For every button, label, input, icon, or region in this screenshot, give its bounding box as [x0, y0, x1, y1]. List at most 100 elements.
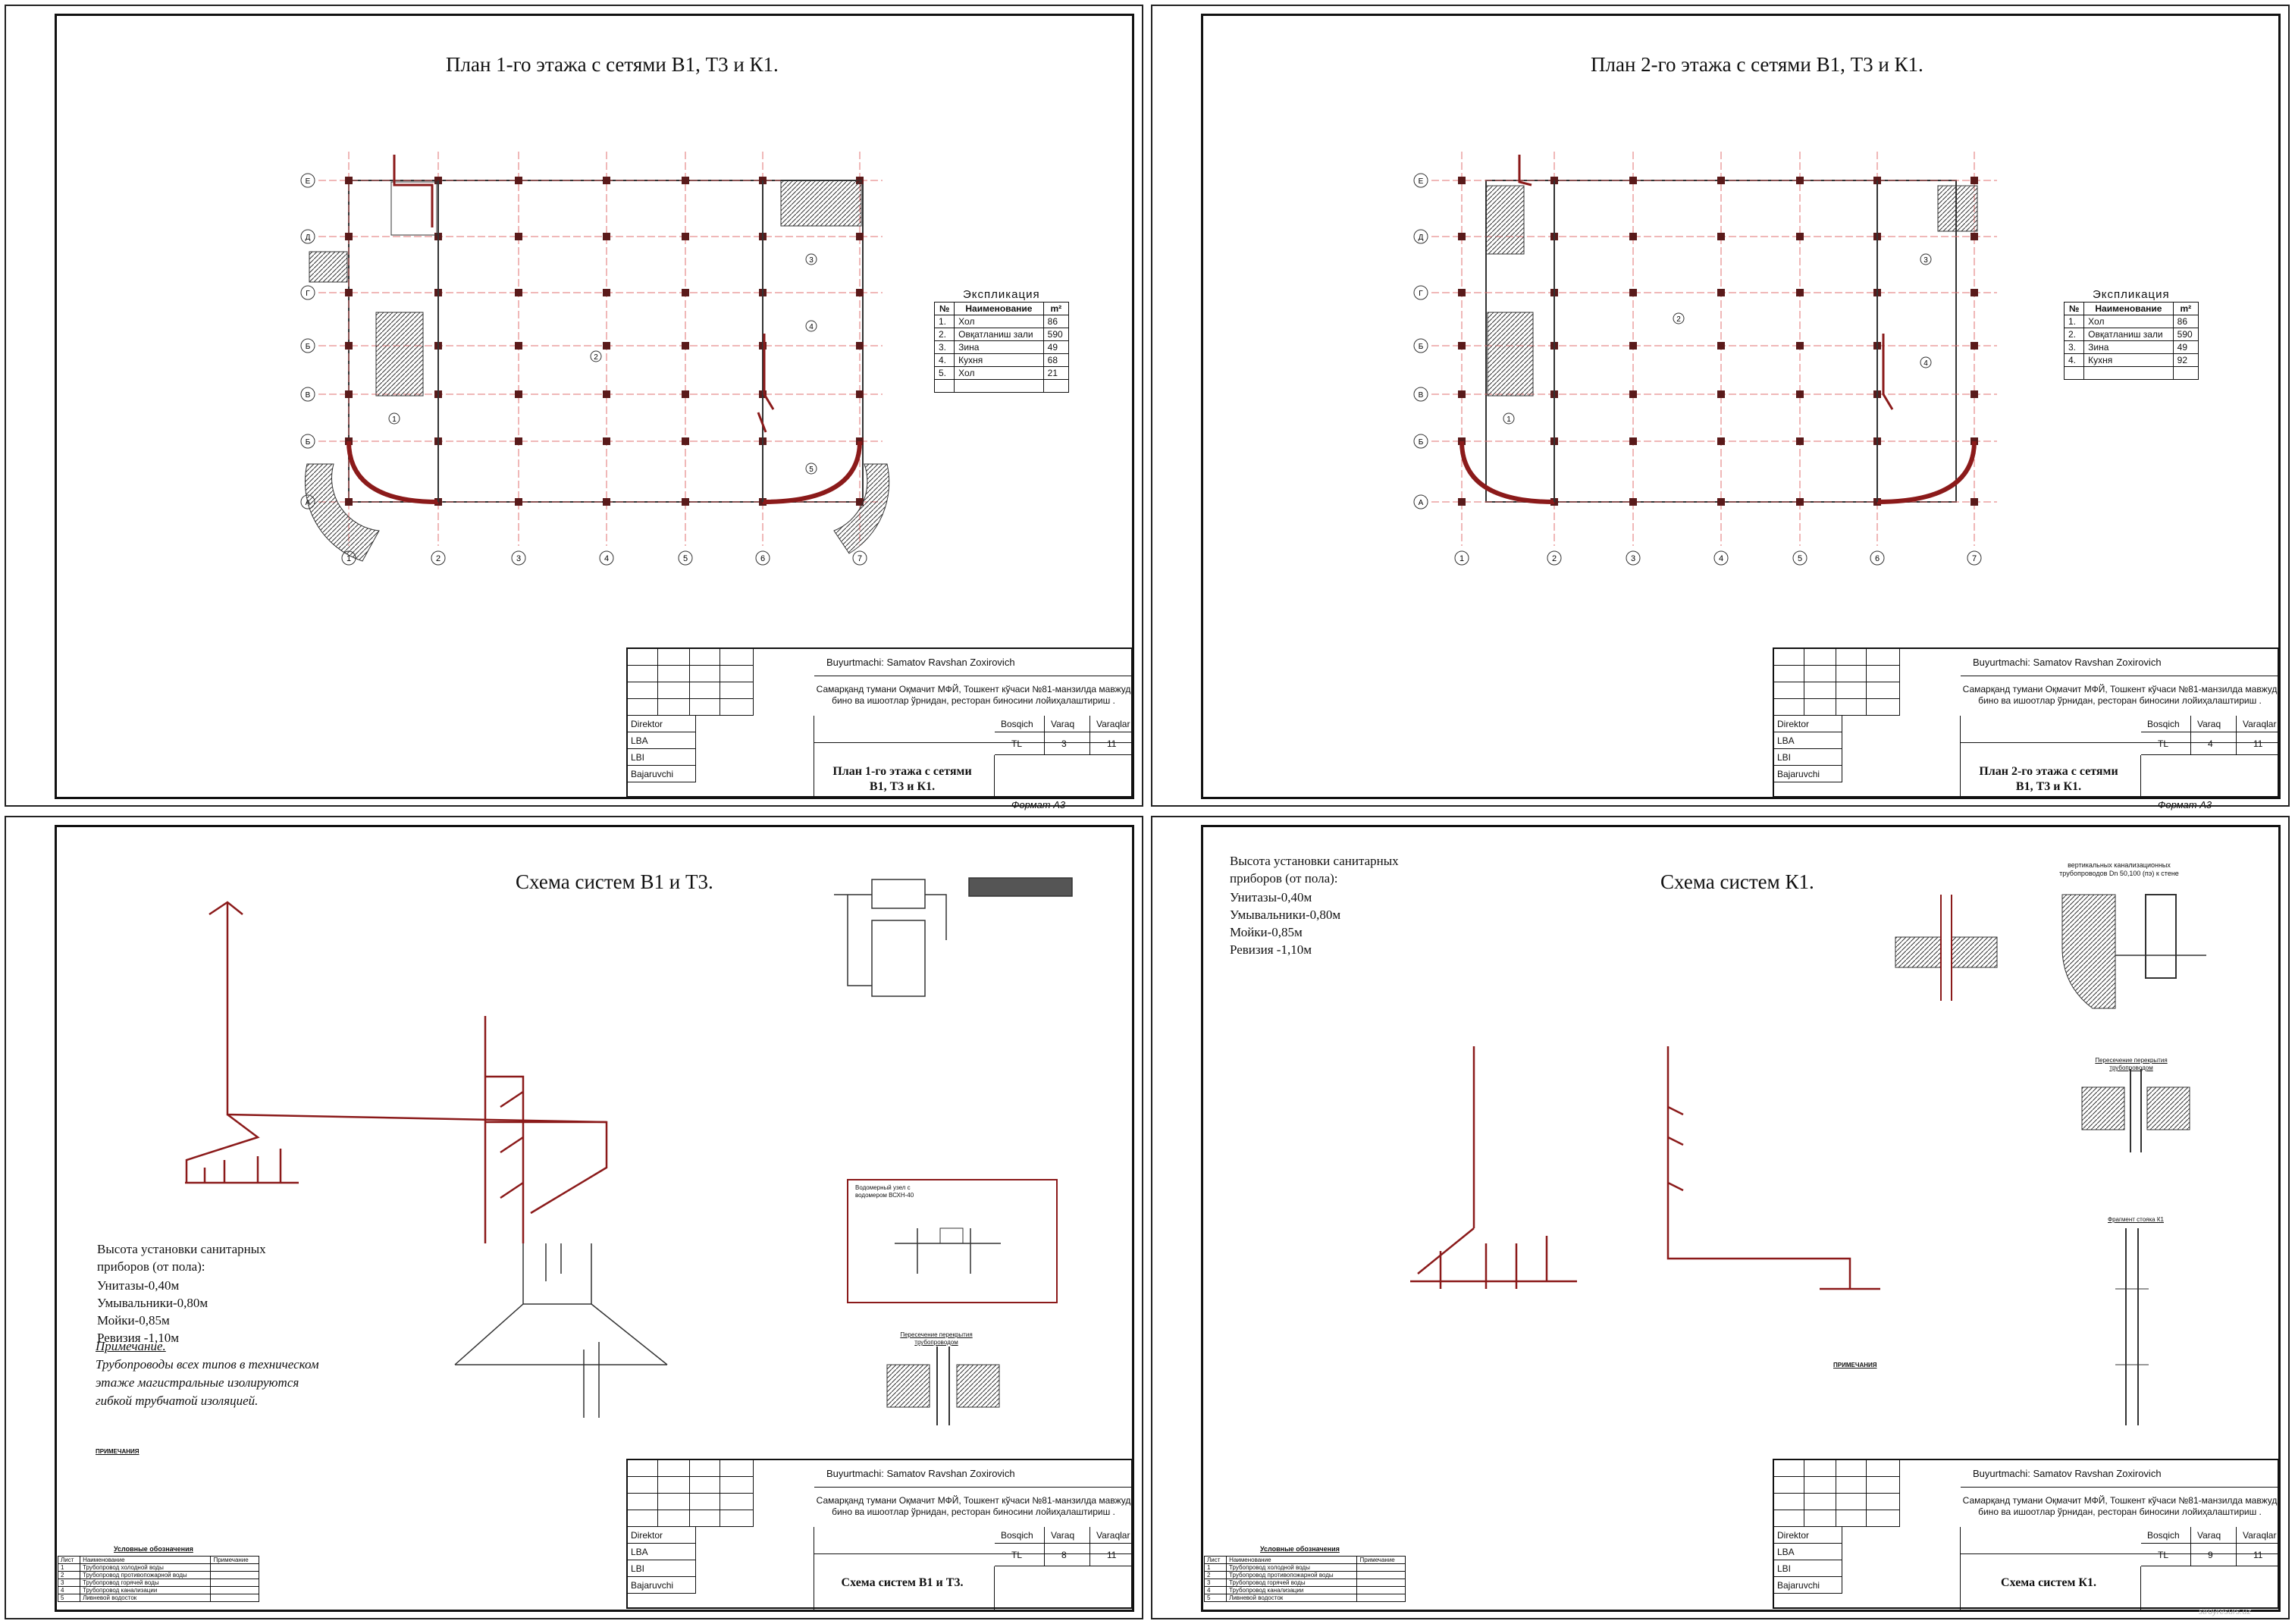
height-item: Унитазы-0,40м [97, 1278, 180, 1293]
tb-grid-cell [720, 1494, 754, 1510]
explication-cell: 1. [933, 315, 955, 328]
column-pillar [515, 289, 522, 296]
axis-label-row: Г [1419, 290, 1423, 298]
tb-grid-cell [720, 1477, 754, 1494]
room-number: 5 [809, 466, 814, 474]
tb-role-cell [628, 1577, 696, 1594]
tb-value-cell [1045, 1544, 1090, 1566]
axis-bubble-col [1870, 550, 1885, 566]
tb-value-cell [1045, 732, 1090, 755]
tb-sheet-no: 3 [1061, 738, 1067, 749]
sheet-4-frame [1201, 825, 2281, 1612]
tb-value-cell [2237, 732, 2281, 755]
tb-project: Самарқанд тумани Оқмачит МФЙ, Тошкент кў… [1962, 1495, 2278, 1517]
legend-num: 1 [57, 1563, 81, 1572]
column-pillar [603, 177, 610, 184]
tb-grid-cell [628, 1494, 658, 1510]
tb-grid-cell [720, 649, 754, 666]
explication-cell: Овқатланиш зали [2083, 328, 2174, 341]
column-pillar [1971, 390, 1978, 398]
tb-grid-cell [1867, 699, 1900, 716]
tb-role-cell [628, 1527, 696, 1544]
axis-bubble-row [1413, 387, 1428, 402]
axis-label-col: 4 [1719, 554, 1723, 563]
legend-num: 2 [57, 1571, 81, 1579]
water-boiler-detail [834, 877, 1073, 997]
explication-2-title: Экспликация [2093, 288, 2170, 301]
explication-cell: Кухня [954, 353, 1044, 367]
tb-header-1: Varaq [1051, 719, 1075, 729]
column-pillar [1796, 437, 1804, 445]
axis-bubble-col [1454, 550, 1469, 566]
tb-grid-cell [628, 666, 658, 682]
tb-grid-cell [690, 699, 720, 716]
column-pillar [515, 390, 522, 398]
tb-role-cell [1774, 1577, 1842, 1594]
room-tag [1920, 356, 1932, 368]
tb-project: Самарқанд тумани Оқмачит МФЙ, Тошкент кў… [816, 684, 1131, 706]
legend-num: 3 [1203, 1579, 1227, 1587]
expl2-h-num: № [2063, 302, 2085, 315]
tb-grid-cell [690, 1460, 720, 1477]
column-pillar [1458, 289, 1466, 296]
tb-header-cell [995, 716, 1045, 732]
tb-project-cell [814, 676, 1134, 743]
column-pillar [1796, 233, 1804, 240]
legend-name: Трубопровод холодной воды [80, 1563, 212, 1572]
tb-role-cell [628, 1544, 696, 1560]
axis-bubble-col [1713, 550, 1729, 566]
tb-header-cell [2191, 716, 2237, 732]
tb-grid-cell [1867, 1510, 1900, 1527]
explication-cell-empty [1042, 379, 1070, 393]
explication-cell: 4. [933, 353, 955, 367]
column-pillar [682, 177, 689, 184]
column-pillar [856, 498, 864, 506]
explication-cell: 21 [1042, 366, 1070, 380]
tb-header-cell [1090, 1527, 1134, 1544]
explication-cell: Зина [2083, 340, 2174, 354]
legend-3-h1: Наименование [80, 1556, 212, 1564]
height-item: Мойки-0,85м [97, 1313, 170, 1328]
tb-role-bajaruvchi: Bajaruvchi [1777, 769, 1820, 779]
tb-sheets-total: 11 [2253, 738, 2263, 749]
explication-cell: Кухня [2083, 353, 2174, 367]
legend-symbol [210, 1586, 259, 1594]
sheet-4-title: Схема систем К1. [1660, 870, 1814, 893]
sheet-2-title: План 2-го этажа с сетями В1, Т3 и К1. [1591, 53, 1923, 76]
tb-grid-cell [658, 1510, 690, 1527]
tb-header-cell [2237, 716, 2281, 732]
tb-grid-cell [1804, 1477, 1836, 1494]
axis-bubble-col [852, 550, 867, 566]
column-pillar [1629, 289, 1637, 296]
axis-bubble-row [1413, 434, 1428, 449]
tb-value-cell [2237, 1544, 2281, 1566]
tb-grid-cell [1867, 682, 1900, 699]
insulation-note-body: Трубопроводы всех типов в техническом эт… [96, 1357, 319, 1408]
axis-label-row: Г [306, 290, 310, 298]
explication-cell: 1. [2063, 315, 2085, 328]
tb-role-lbi: LBI [631, 1563, 645, 1574]
column-pillar [856, 233, 864, 240]
tb-sign-area [696, 716, 814, 799]
column-pillar [682, 498, 689, 506]
tb-role-direktor: Direktor [631, 719, 663, 729]
tb-grid-cell [690, 649, 720, 666]
axis-label-col: 5 [683, 554, 688, 563]
explication-row-empty [933, 379, 1070, 393]
tb-sheets-total: 11 [2253, 1550, 2263, 1560]
column-pillar [345, 498, 353, 506]
tb-header-0: Bosqich [2147, 1530, 2180, 1541]
tb-header-cell [2237, 1527, 2281, 1544]
heights-heading-3: Высота установки санитарных приборов (от… [97, 1242, 266, 1274]
column-pillar [1717, 437, 1725, 445]
